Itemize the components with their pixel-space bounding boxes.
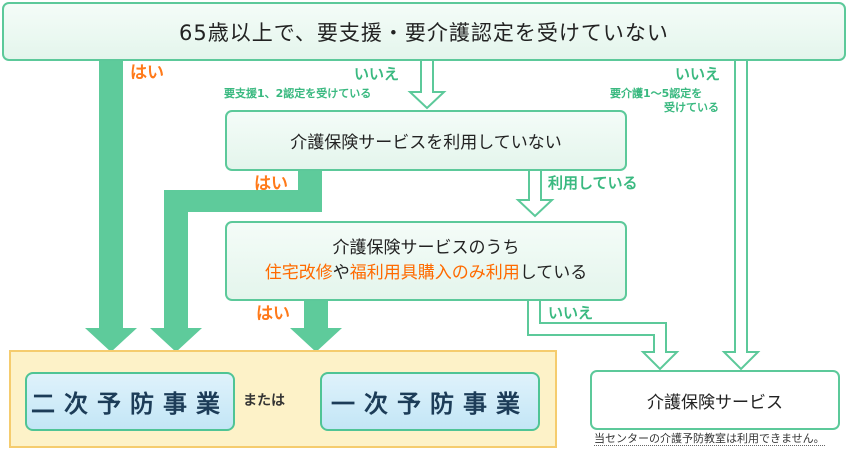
highlight-housing: 住宅改修 <box>264 263 333 283</box>
care-service-box: 介護保険サービス <box>590 370 840 430</box>
or-text: または <box>243 393 285 409</box>
question-3-line1: 介護保険サービスのうち <box>332 237 520 258</box>
question-box-3: 介護保険サービスのうち 住宅改修や福利用具購入のみ利用している <box>225 221 627 301</box>
yes-arrow-1 <box>85 60 137 352</box>
yes-label-1: はい <box>130 63 164 83</box>
question-3-line2: 住宅改修や福利用具購入のみ利用している <box>265 261 588 287</box>
question-2-text: 介護保険サービスを利用していない <box>290 133 562 153</box>
yes-arrow-3 <box>290 300 342 352</box>
question-3-mid: や <box>332 263 350 283</box>
no-arrow-2 <box>721 59 761 371</box>
care-service-note: 当センターの介護予防教室は利用できません。 <box>594 432 825 446</box>
no-arrow-1 <box>407 59 447 110</box>
no-arrow-3 <box>527 299 680 371</box>
no-label-2: いいえ <box>675 65 721 83</box>
secondary-prevention-text: 二次予防事業 <box>31 390 229 418</box>
question-1-text: 65歳以上で、要支援・要介護認定を受けていない <box>179 20 669 45</box>
no-label-3: いいえ <box>548 304 594 322</box>
care-service-text: 介護保険サービス <box>647 392 783 413</box>
question-box-2: 介護保険サービスを利用していない <box>225 110 627 171</box>
primary-prevention-box: 一次予防事業 <box>320 372 540 431</box>
support-certified-note: 要支援1、2認定を受けている <box>224 87 372 100</box>
using-arrow <box>515 169 555 218</box>
highlight-equipment: 福利用具購入のみ利用 <box>349 263 520 283</box>
yes-label-3: はい <box>256 304 290 324</box>
yes-arrow-2 <box>150 170 322 352</box>
question-3-tail: している <box>519 263 588 283</box>
yes-label-2: はい <box>254 174 288 194</box>
primary-prevention-text: 一次予防事業 <box>331 390 529 418</box>
using-label: 利用している <box>548 174 638 192</box>
no-label-1: いいえ <box>354 65 400 83</box>
question-box-1: 65歳以上で、要支援・要介護認定を受けていない <box>2 2 846 61</box>
care-certified-note-2: 受けている <box>664 101 719 114</box>
care-certified-note-1: 要介護1～5認定を <box>610 87 703 100</box>
secondary-prevention-box: 二次予防事業 <box>25 372 235 431</box>
